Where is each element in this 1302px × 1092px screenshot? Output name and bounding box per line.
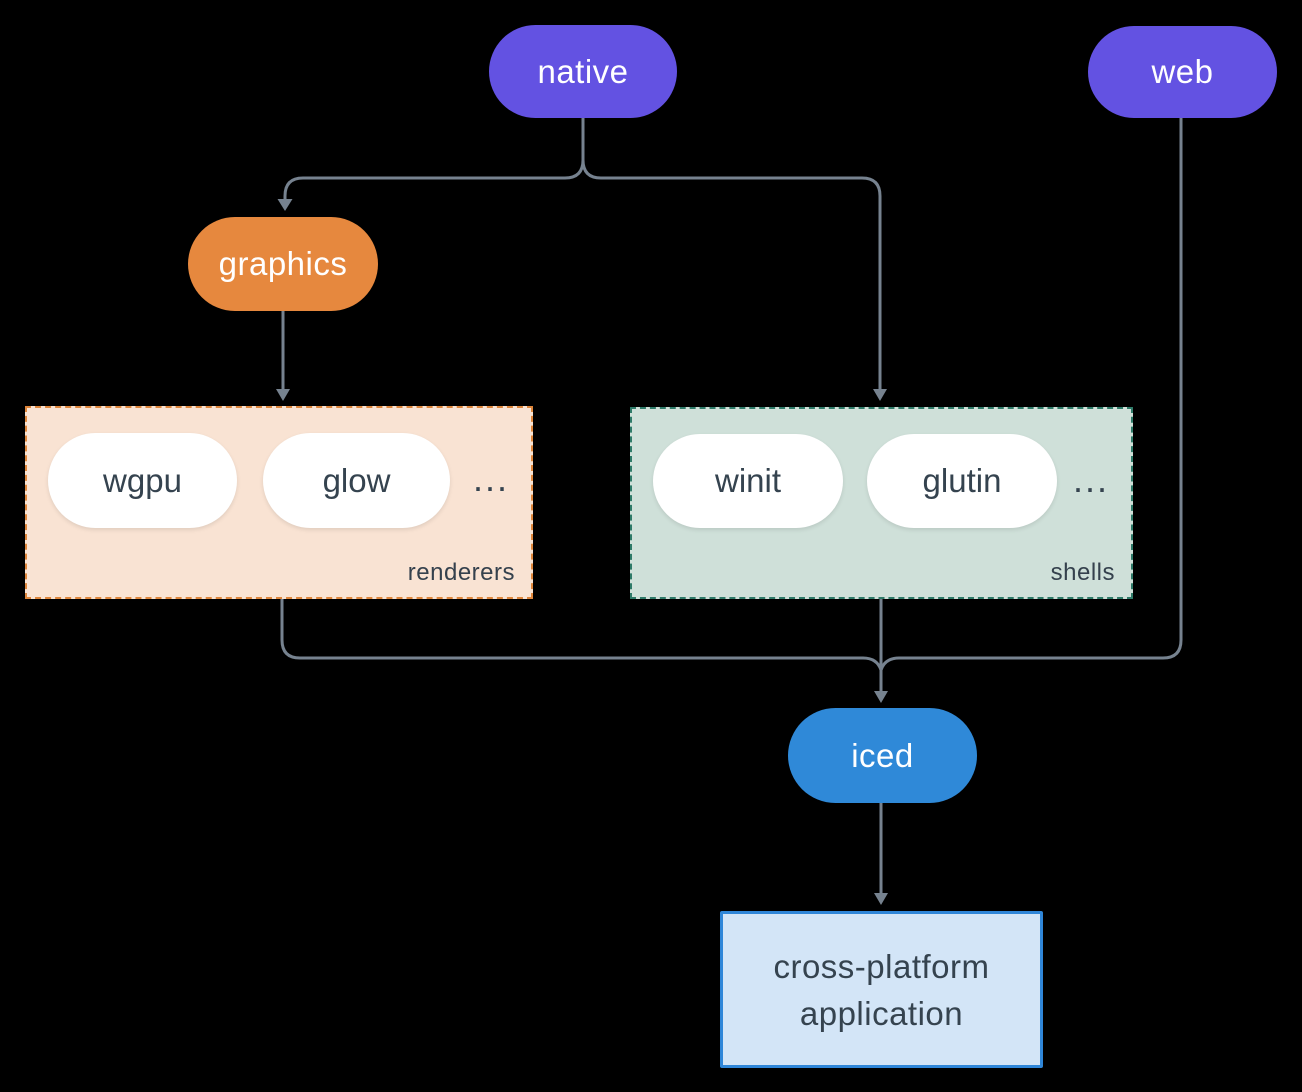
node-glow-label: glow bbox=[322, 461, 391, 499]
edge-web-iced bbox=[879, 116, 1183, 672]
arrowhead-application bbox=[874, 893, 888, 905]
arrowhead-graphics bbox=[277, 199, 293, 211]
arrowhead-iced bbox=[874, 691, 888, 703]
node-glow: glow bbox=[263, 433, 450, 528]
edge-renderers-iced bbox=[280, 597, 883, 672]
node-glutin-label: glutin bbox=[922, 462, 1002, 499]
node-wgpu: wgpu bbox=[48, 433, 237, 528]
node-native: native bbox=[489, 25, 677, 118]
edge-native-shells bbox=[581, 116, 882, 391]
node-web: web bbox=[1088, 26, 1277, 118]
node-wgpu-label: wgpu bbox=[103, 461, 182, 499]
edge-native-graphics bbox=[283, 116, 585, 201]
group-renderers: wgpu glow ... renderers bbox=[25, 406, 533, 599]
node-graphics-label: graphics bbox=[218, 245, 348, 282]
arrowhead-shells bbox=[873, 389, 887, 401]
arrowhead-renderers bbox=[276, 389, 290, 401]
shells-group-label: shells bbox=[1050, 559, 1115, 586]
node-native-label: native bbox=[537, 52, 629, 90]
node-web-label: web bbox=[1151, 53, 1214, 90]
node-cross-platform-application: cross-platform application bbox=[720, 911, 1043, 1068]
group-shells: winit glutin ... shells bbox=[630, 407, 1133, 599]
node-glutin: glutin bbox=[867, 434, 1057, 528]
node-iced: iced bbox=[788, 708, 977, 803]
application-label-line2: application bbox=[799, 994, 964, 1032]
shells-ellipsis: ... bbox=[1072, 459, 1109, 500]
application-label-line1: cross-platform bbox=[773, 947, 990, 985]
renderers-group-label: renderers bbox=[407, 559, 515, 586]
node-winit: winit bbox=[653, 434, 843, 528]
node-winit-label: winit bbox=[714, 462, 782, 499]
node-iced-label: iced bbox=[851, 736, 914, 774]
renderers-ellipsis: ... bbox=[472, 458, 509, 499]
node-graphics: graphics bbox=[188, 217, 378, 311]
